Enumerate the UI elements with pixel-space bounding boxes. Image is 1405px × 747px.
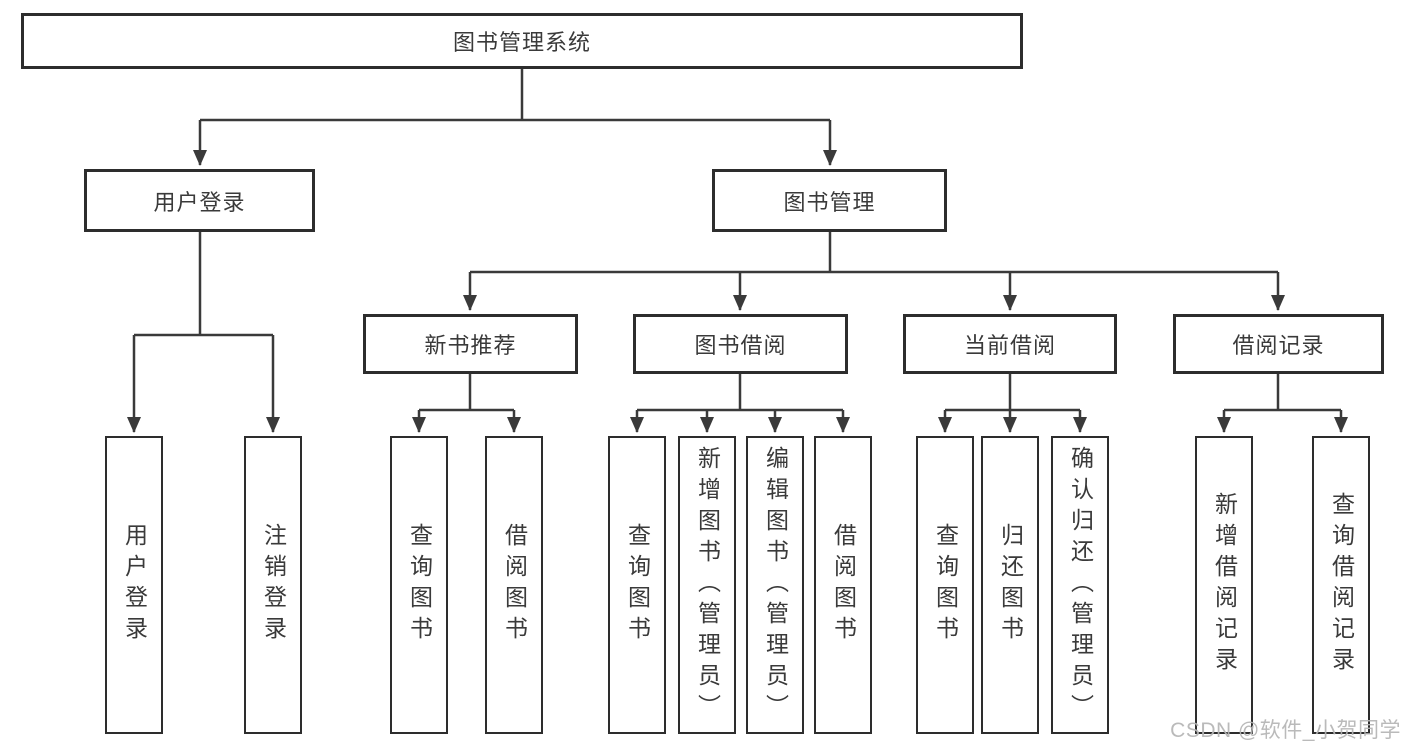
node-leaf-edit-book: 编辑图书（管理员） bbox=[746, 436, 804, 734]
node-leaf-query-record: 查询借阅记录 bbox=[1312, 436, 1370, 734]
node-leaf-query-book-2: 查询图书 bbox=[608, 436, 666, 734]
node-leaf-query-book-3: 查询图书 bbox=[916, 436, 974, 734]
connector-root-to-level2 bbox=[200, 69, 830, 122]
node-root: 图书管理系统 bbox=[21, 13, 1023, 69]
connector-book-borrow-group bbox=[637, 374, 843, 412]
node-book-borrow: 图书借阅 bbox=[633, 314, 848, 374]
node-book-management: 图书管理 bbox=[712, 169, 947, 232]
node-leaf-confirm-return: 确认归还（管理员） bbox=[1051, 436, 1109, 734]
connector-current-borrow-group bbox=[945, 374, 1080, 412]
node-current-borrow: 当前借阅 bbox=[903, 314, 1117, 374]
node-leaf-return-book: 归还图书 bbox=[981, 436, 1039, 734]
connector-new-book-recommend-group bbox=[419, 374, 514, 412]
csdn-watermark: CSDN @软件_小贺同学 bbox=[1170, 719, 1401, 742]
node-leaf-user-login: 用户登录 bbox=[105, 436, 163, 734]
node-borrow-records: 借阅记录 bbox=[1173, 314, 1384, 374]
node-leaf-logout: 注销登录 bbox=[244, 436, 302, 734]
node-leaf-add-record: 新增借阅记录 bbox=[1195, 436, 1253, 734]
node-leaf-query-book-1: 查询图书 bbox=[390, 436, 448, 734]
connector-borrow-records-group bbox=[1224, 374, 1341, 412]
node-user-login: 用户登录 bbox=[84, 169, 315, 232]
node-leaf-add-book: 新增图书（管理员） bbox=[678, 436, 736, 734]
connector-user-login-group bbox=[134, 232, 273, 337]
node-leaf-borrow-book-1: 借阅图书 bbox=[485, 436, 543, 734]
node-leaf-borrow-book-2: 借阅图书 bbox=[814, 436, 872, 734]
node-new-book-recommend: 新书推荐 bbox=[363, 314, 578, 374]
connector-book-management-group bbox=[470, 232, 1278, 274]
